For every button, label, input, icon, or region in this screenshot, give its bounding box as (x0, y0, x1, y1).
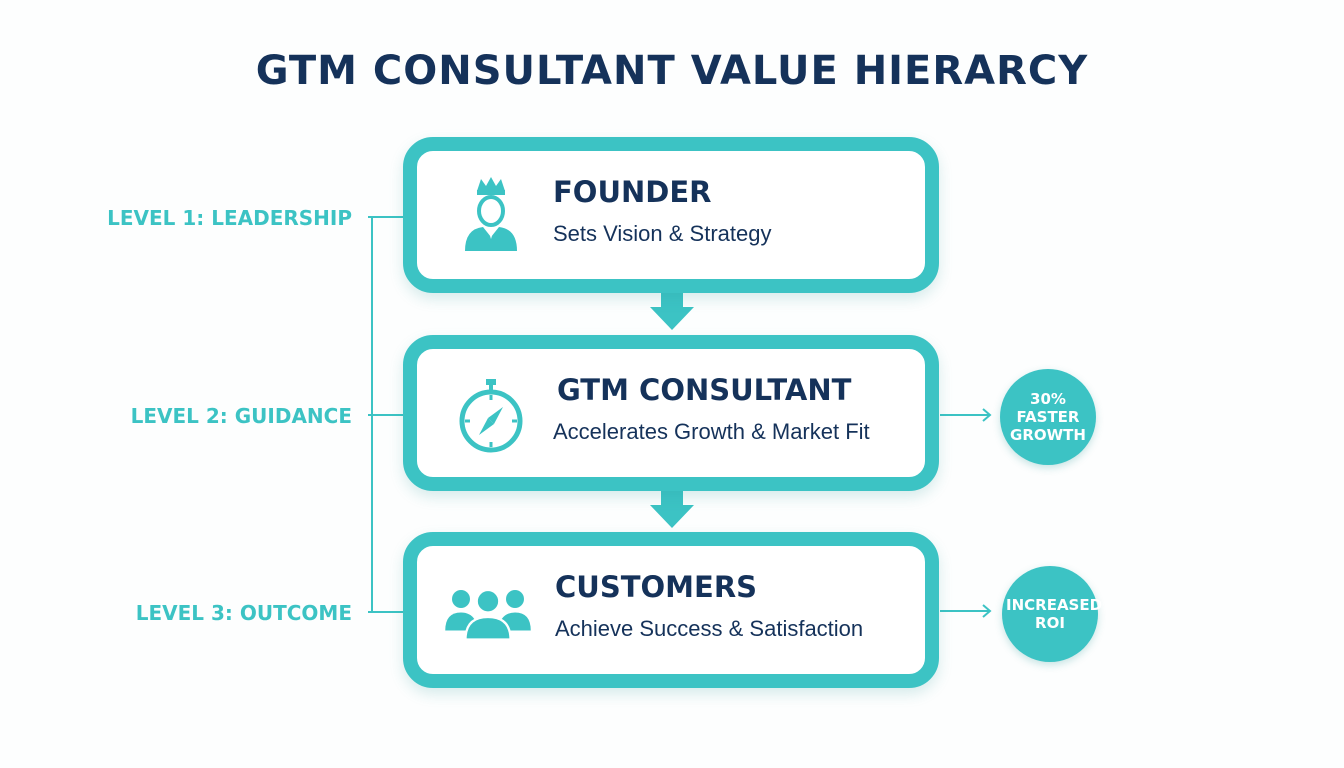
increased-roi-badge: INCREASED ROI (1002, 566, 1103, 662)
level-label-2: LEVEL 2: GUIDANCE (130, 404, 352, 428)
customers-title: CUSTOMERS (555, 570, 758, 604)
diagram-title: GTM CONSULTANT VALUE HIERARCY (255, 48, 1089, 94)
faster-growth-badge: 30% FASTER GROWTH (1000, 369, 1096, 465)
right-arrow-1 (940, 408, 992, 422)
founder-title: FOUNDER (553, 175, 712, 209)
down-arrow-1 (650, 292, 694, 330)
gtm-consultant-title: GTM CONSULTANT (557, 373, 852, 407)
crowned-person-icon (465, 177, 517, 251)
gtm-consultant-subtitle: Accelerates Growth & Market Fit (553, 419, 870, 444)
down-arrow-2 (650, 490, 694, 528)
customers-card: CUSTOMERS Achieve Success & Satisfaction (403, 532, 939, 688)
level-label-3: LEVEL 3: OUTCOME (135, 601, 352, 625)
founder-subtitle: Sets Vision & Strategy (553, 221, 772, 246)
customers-subtitle: Achieve Success & Satisfaction (555, 616, 864, 641)
faster-growth-badge-text: 30% FASTER GROWTH (1010, 390, 1086, 444)
gtm-consultant-card: GTM CONSULTANT Accelerates Growth & Mark… (403, 335, 939, 491)
compass-icon (459, 379, 523, 453)
increased-roi-badge-text: INCREASED ROI (1006, 596, 1103, 632)
founder-card: FOUNDER Sets Vision & Strategy (403, 137, 939, 293)
group-icon (445, 588, 531, 641)
level-label-1: LEVEL 1: LEADERSHIP (107, 206, 352, 230)
right-arrow-2 (940, 604, 992, 618)
